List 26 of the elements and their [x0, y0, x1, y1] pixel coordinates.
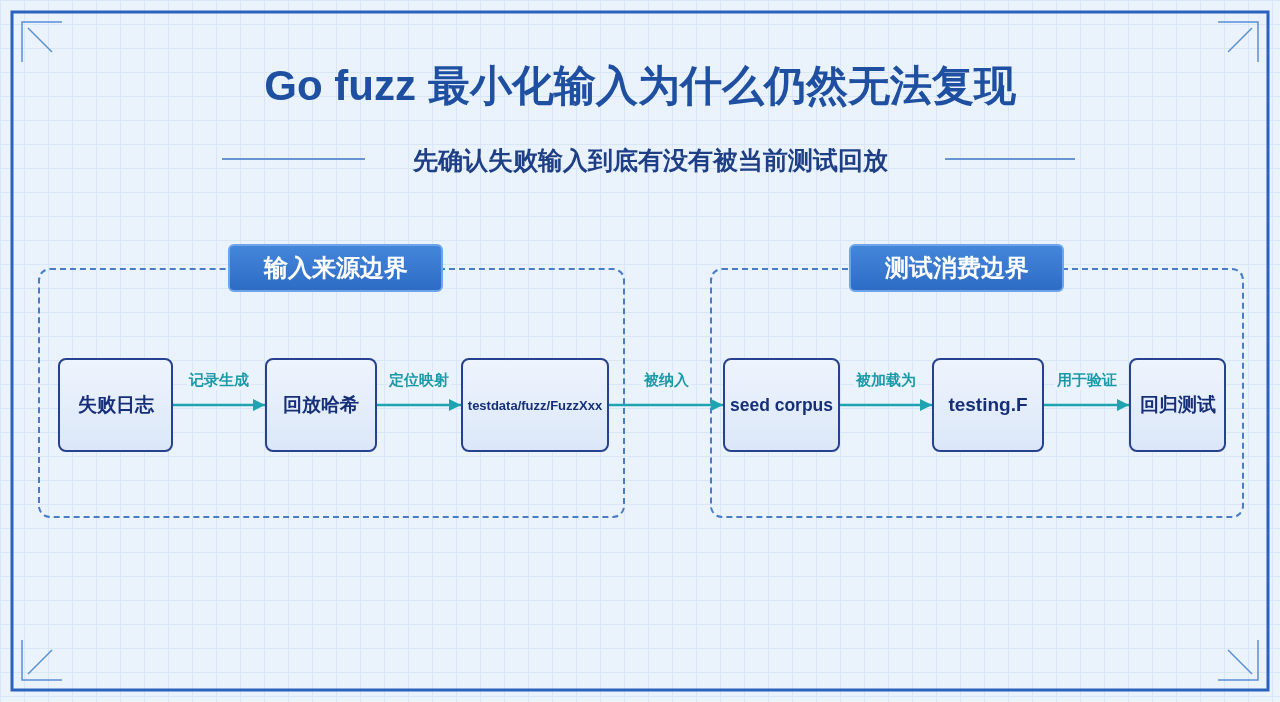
- box-label: 回放哈希: [283, 393, 359, 417]
- box-label: testdata/fuzz/FuzzXxx: [467, 397, 603, 413]
- edge-label: 被纳入: [641, 371, 691, 390]
- arrow: [173, 398, 265, 412]
- box-label: 回归测试: [1139, 393, 1216, 417]
- box-label: 失败日志: [77, 393, 154, 417]
- boundary-heading: 测试消费边界: [849, 244, 1064, 292]
- edge-label: 定位映射: [387, 371, 451, 390]
- box-label: seed corpus: [729, 394, 834, 416]
- arrow: [840, 398, 932, 412]
- process-box: [932, 358, 1044, 452]
- process-box: [265, 358, 377, 452]
- process-box: [723, 358, 840, 452]
- arrow: [1044, 398, 1129, 412]
- arrow: [377, 398, 461, 412]
- edge-label: 记录生成: [187, 371, 251, 390]
- subtitle: 先确认失败输入到底有没有被当前测试回放: [411, 145, 889, 176]
- box-label: testing.F: [948, 394, 1028, 416]
- boundary-heading: 输入来源边界: [228, 244, 443, 292]
- process-box: [461, 358, 609, 452]
- edge-label: 用于验证: [1054, 371, 1119, 390]
- process-box: [1129, 358, 1226, 452]
- process-box: [58, 358, 173, 452]
- title: Go fuzz 最小化输入为什么仍然无法复现: [264, 62, 1016, 109]
- edge-label: 被加载为: [854, 371, 918, 390]
- arrow: [609, 398, 723, 412]
